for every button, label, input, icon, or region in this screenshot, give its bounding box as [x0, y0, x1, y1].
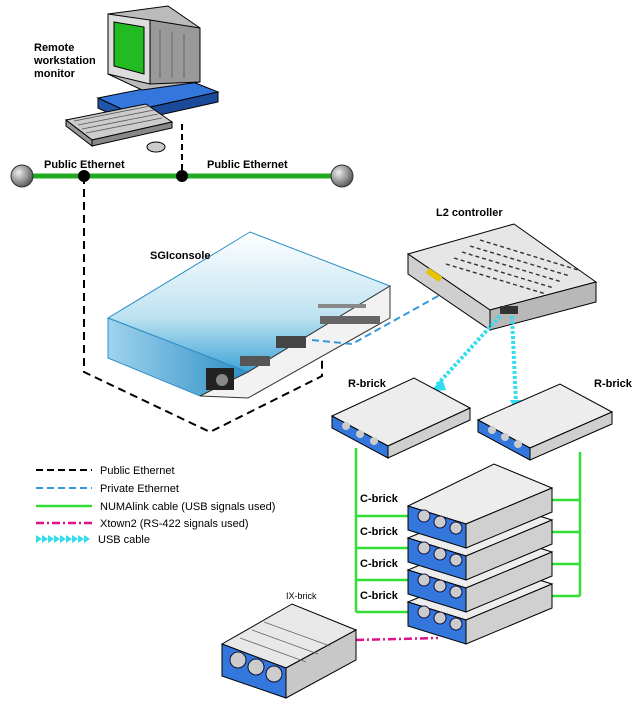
c-brick-stack: [406, 463, 554, 645]
legend-label-numalink: NUMAlink cable (USB signals used): [100, 501, 275, 513]
usb-cables: [434, 314, 518, 405]
l2-controller-unit: [406, 223, 598, 331]
l2-controller-label: L2 controller: [436, 207, 503, 219]
legend-swatch-usb: [36, 535, 90, 543]
legend-label-usb: USB cable: [98, 534, 150, 546]
monitor-icon: [107, 5, 201, 91]
public-ethernet-cable: [83, 176, 323, 434]
remote-workstation: [64, 5, 220, 153]
xtown2-cable: [355, 636, 439, 642]
sgiconsole-label: SGIconsole: [150, 250, 211, 262]
keyboard-icon: [64, 103, 174, 148]
public-ethernet-right-label: Public Ethernet: [207, 159, 288, 171]
r-brick-left: [330, 377, 472, 459]
numalink-cables: [354, 448, 582, 614]
r-brick-right-label: R-brick: [594, 378, 633, 390]
c-brick-3-label: C-brick: [360, 558, 399, 570]
remote-monitor-label-3: monitor: [34, 68, 76, 80]
c-brick-1-label: C-brick: [360, 493, 399, 505]
remote-monitor-label-2: workstation: [33, 55, 96, 67]
r-brick-right: [476, 383, 614, 461]
private-ethernet-cable: [311, 285, 457, 346]
legend: Public Ethernet Private Ethernet NUMAlin…: [36, 465, 275, 546]
remote-monitor-label-1: Remote: [34, 42, 74, 54]
public-ethernet-bus: [10, 164, 354, 188]
c-brick-1: [406, 463, 554, 549]
c-brick-2-label: C-brick: [360, 526, 399, 538]
sgiconsole-unit: [106, 231, 392, 399]
ix-brick-unit: [220, 603, 358, 699]
r-brick-left-label: R-brick: [348, 378, 387, 390]
legend-label-public-ethernet: Public Ethernet: [100, 465, 175, 477]
ix-brick-label: IX-brick: [286, 591, 317, 601]
public-ethernet-left-label: Public Ethernet: [44, 159, 125, 171]
mouse-icon: [146, 141, 166, 153]
c-brick-4-label: C-brick: [360, 590, 399, 602]
legend-label-xtown2: Xtown2 (RS-422 signals used): [100, 518, 249, 530]
legend-label-private-ethernet: Private Ethernet: [100, 483, 179, 495]
